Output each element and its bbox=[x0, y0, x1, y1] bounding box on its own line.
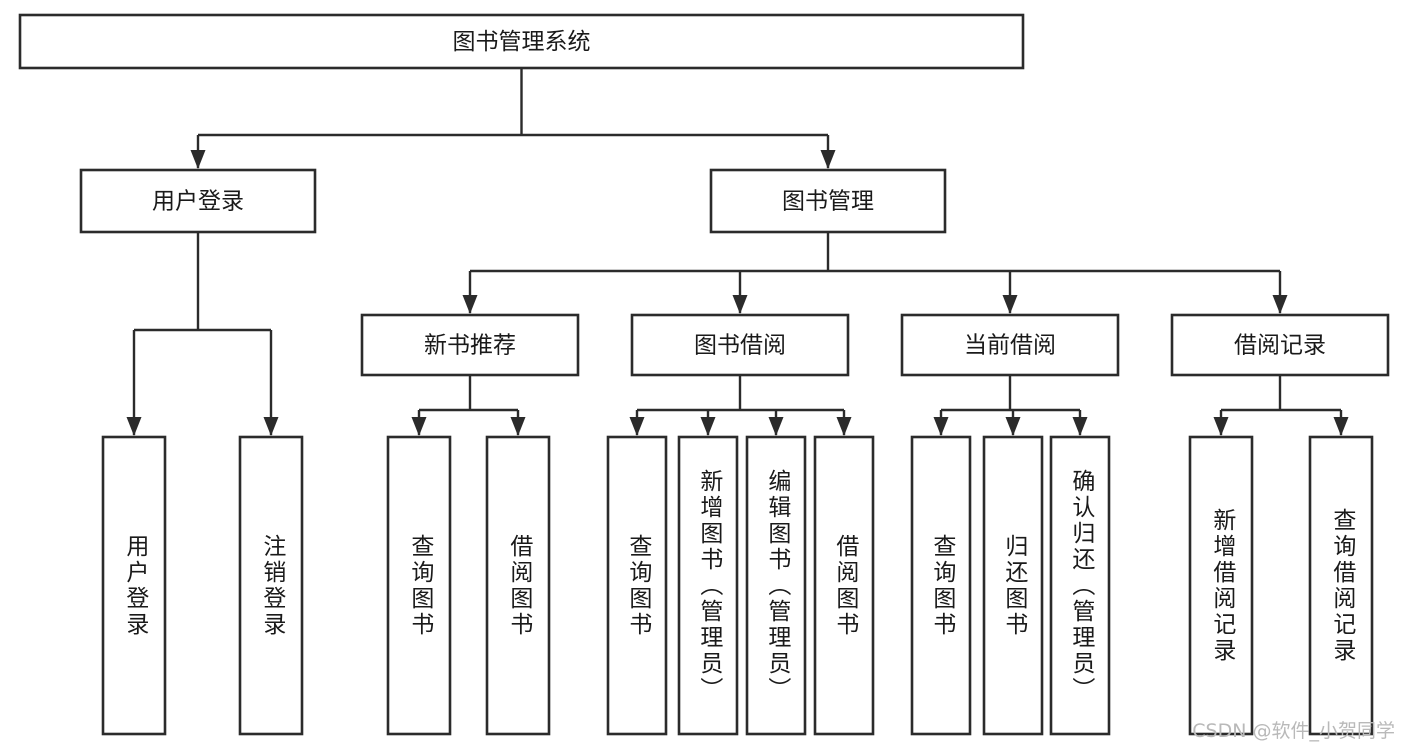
node-box-current-borrow[interactable] bbox=[900, 313, 1120, 377]
node-box-leaf-user-login[interactable] bbox=[101, 435, 167, 736]
node-box-book-manage[interactable] bbox=[709, 168, 947, 234]
arrow-head-icon-to-leaf-query-record bbox=[1333, 417, 1349, 436]
arrow-head-icon-to-leaf-query-book-cur bbox=[933, 417, 949, 436]
node-box-leaf-confirm-return[interactable] bbox=[1049, 435, 1111, 736]
node-label-book-manage: 图书管理 bbox=[782, 189, 874, 215]
node-label-borrow-record: 借阅记录 bbox=[1234, 333, 1326, 359]
arrow-head-icon-to-book-borrow bbox=[732, 295, 748, 314]
arrow-head-icon-to-leaf-borrow-book bbox=[836, 417, 852, 436]
arrow-head-icon-to-current-borrow bbox=[1002, 295, 1018, 314]
node-box-book-borrow[interactable] bbox=[630, 313, 850, 377]
node-box-root[interactable] bbox=[18, 13, 1025, 70]
boxes-layer bbox=[18, 13, 1390, 736]
node-box-leaf-query-book-borrow[interactable] bbox=[606, 435, 668, 736]
node-label-current-borrow: 当前借阅 bbox=[964, 333, 1056, 359]
node-box-leaf-query-book-rec[interactable] bbox=[386, 435, 452, 736]
arrow-head-icon-to-leaf-confirm-return bbox=[1072, 417, 1088, 436]
arrow-head-icon-to-leaf-return-book bbox=[1005, 417, 1021, 436]
node-label-new-book-recommend: 新书推荐 bbox=[424, 333, 516, 359]
node-label-user-login: 用户登录 bbox=[152, 189, 244, 215]
arrow-head-icon-to-leaf-add-book bbox=[700, 417, 716, 436]
node-box-leaf-query-book-cur[interactable] bbox=[910, 435, 972, 736]
connectors-layer bbox=[126, 68, 1349, 436]
arrow-head-icon-to-leaf-query-book-rec bbox=[411, 417, 427, 436]
node-box-leaf-borrow-book-rec[interactable] bbox=[485, 435, 551, 736]
node-box-leaf-add-book[interactable] bbox=[677, 435, 739, 736]
arrow-head-icon-to-leaf-user-login bbox=[126, 417, 142, 436]
arrow-head-icon-to-new-book-recommend bbox=[462, 295, 478, 314]
node-box-leaf-return-book[interactable] bbox=[982, 435, 1044, 736]
arrow-head-icon-to-leaf-user-logout bbox=[263, 417, 279, 436]
node-box-user-login[interactable] bbox=[79, 168, 317, 234]
arrow-head-icon-to-borrow-record bbox=[1272, 295, 1288, 314]
arrow-head-icon-to-leaf-edit-book bbox=[768, 417, 784, 436]
node-box-leaf-add-record[interactable] bbox=[1188, 435, 1254, 736]
node-box-leaf-user-logout[interactable] bbox=[238, 435, 304, 736]
node-box-leaf-query-record[interactable] bbox=[1308, 435, 1374, 736]
node-label-root: 图书管理系统 bbox=[453, 29, 591, 55]
arrow-head-icon-to-leaf-query-book-borrow bbox=[629, 417, 645, 436]
node-box-new-book-recommend[interactable] bbox=[360, 313, 580, 377]
node-box-leaf-borrow-book[interactable] bbox=[813, 435, 875, 736]
arrow-head-icon-to-leaf-add-record bbox=[1213, 417, 1229, 436]
arrow-head-icon-to-leaf-borrow-book-rec bbox=[510, 417, 526, 436]
node-box-leaf-edit-book[interactable] bbox=[745, 435, 807, 736]
node-label-book-borrow: 图书借阅 bbox=[694, 333, 786, 359]
arrow-head-icon-to-user-login bbox=[190, 150, 206, 169]
arrow-head-icon-to-book-manage bbox=[820, 150, 836, 169]
node-box-borrow-record[interactable] bbox=[1170, 313, 1390, 377]
